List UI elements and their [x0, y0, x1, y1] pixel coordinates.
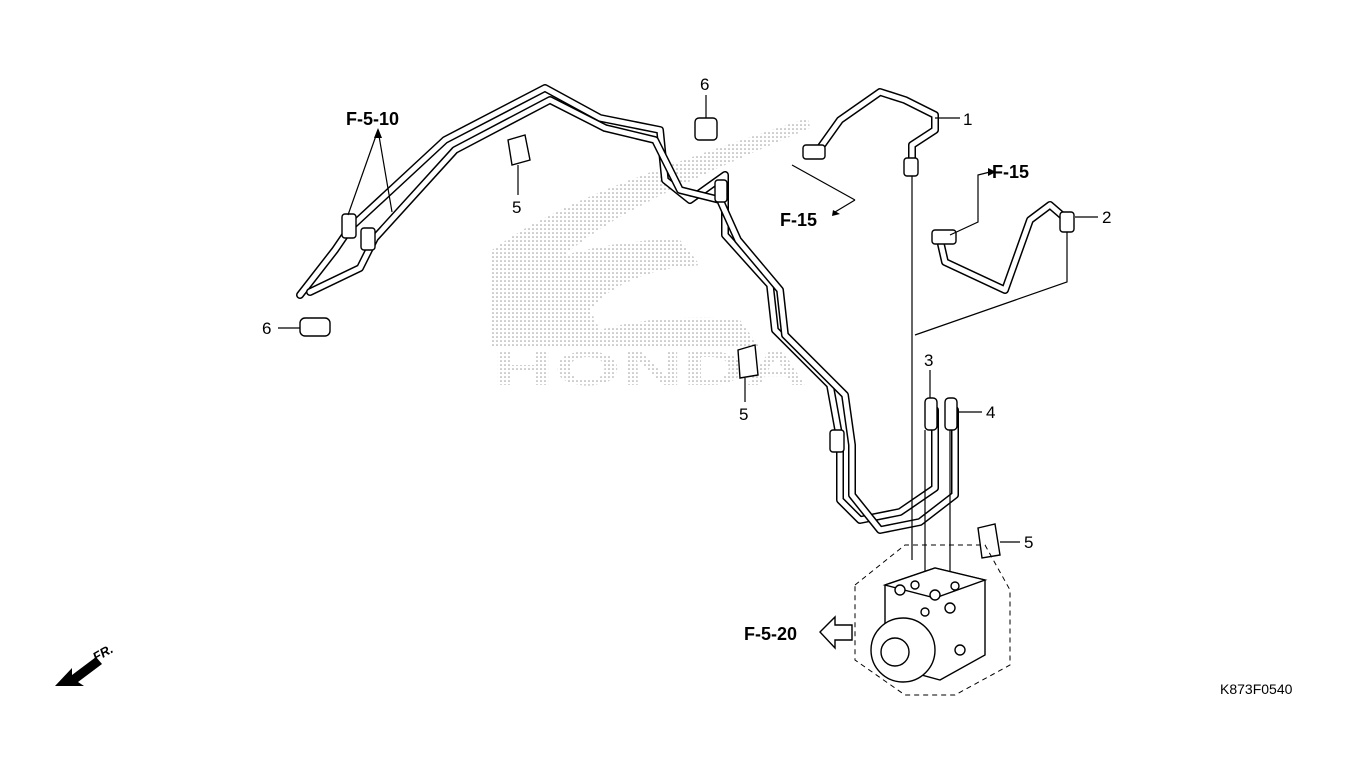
pipe-fitting: [341, 213, 357, 239]
ref-f5-20: F-5-20: [744, 624, 797, 644]
brake-pipe-long: [296, 84, 959, 534]
abs-dashed-boundary: [854, 544, 1011, 696]
wing-logo-shape: [492, 118, 810, 348]
callout-6b: 6: [262, 319, 271, 338]
clamp-5b: [737, 344, 759, 402]
front-direction-indicator: FR.: [55, 641, 116, 686]
hose-3-fitting: [924, 397, 938, 431]
clamp-5c: [977, 523, 1020, 559]
callout-3: 3: [924, 351, 933, 370]
f5-10-reference: [347, 128, 393, 216]
callout-2: 2: [1102, 208, 1111, 227]
brake-hoses-3-4: [924, 370, 982, 580]
callout-5a: 5: [512, 198, 521, 217]
diagram-code: K873F0540: [1220, 681, 1293, 697]
pipe-nut: [802, 144, 826, 160]
ref-f5-10: F-5-10: [346, 109, 399, 129]
hose-4-fitting: [944, 397, 958, 431]
pipe-sleeve: [714, 179, 728, 203]
front-arrow-icon: [55, 657, 102, 686]
callout-1: 1: [963, 110, 972, 129]
pipe-nut: [931, 229, 957, 245]
pipe-sleeve: [829, 429, 845, 453]
f5-20-reference: [819, 615, 853, 650]
pipe-fitting: [360, 227, 376, 251]
clip-6b: [278, 317, 331, 337]
f15-top-reference: [949, 168, 996, 236]
pipe-nut: [903, 157, 919, 177]
leader-line: [914, 232, 1068, 336]
callout-4: 4: [986, 403, 995, 422]
clamp-5a: [507, 134, 531, 195]
callout-5c: 5: [1024, 533, 1033, 552]
callout-6a: 6: [700, 75, 709, 94]
ref-f15-bottom: F-15: [780, 210, 817, 230]
pipe-nut: [1059, 211, 1075, 233]
ref-f15-top: F-15: [992, 162, 1029, 182]
clip-6a: [694, 95, 718, 141]
abs-modulator-assembly: [854, 544, 1011, 696]
brake-pipe-1: [802, 88, 960, 560]
hollow-arrow-icon: [819, 615, 853, 650]
honda-watermark: HONDA: [492, 118, 810, 396]
honda-watermark-text: HONDA: [492, 343, 807, 396]
callout-5b: 5: [739, 405, 748, 424]
f15-bottom-reference: [791, 164, 856, 216]
brake-pipe-2: [914, 201, 1098, 336]
